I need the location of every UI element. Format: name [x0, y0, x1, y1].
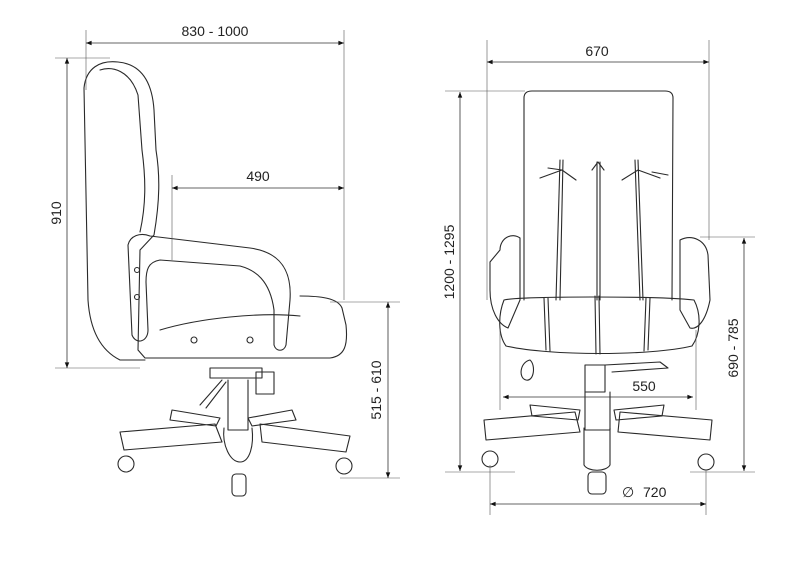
seat-seams [543, 295, 651, 355]
caster-wheel [481, 450, 499, 468]
right-armrest [679, 237, 711, 329]
gas-lift [227, 379, 249, 431]
front-view-dimensions: 670 1200 - 1295 690 - 785 550 ∅ 720 [441, 40, 755, 515]
backrest-rear [83, 87, 146, 361]
bolt-icon [190, 336, 198, 344]
width-overall-label: 670 [585, 43, 609, 59]
caster-wheel [697, 453, 715, 471]
backrest-outline [83, 61, 348, 359]
side-view-dimensions: 830 - 1000 490 910 515 - 610 [48, 23, 400, 479]
back-height-label: 910 [48, 201, 64, 225]
gas-lift [584, 391, 611, 431]
caster-wheel [587, 471, 607, 495]
backrest-outline [523, 90, 674, 301]
base-diameter-label: 720 [643, 484, 667, 500]
height-overall-label: 1200 - 1295 [441, 224, 457, 299]
tilt-knob [255, 371, 275, 395]
backrest-seam [99, 68, 146, 233]
mechanism [520, 359, 669, 393]
left-armrest [489, 235, 521, 329]
base-hub [583, 427, 611, 471]
depth-overall-label: 830 - 1000 [182, 23, 249, 39]
seat-width-label: 550 [632, 378, 656, 394]
backrest-seams [555, 159, 644, 301]
star-base [483, 404, 713, 441]
bolt-icon [246, 336, 254, 344]
seat-depth-label: 490 [246, 168, 270, 184]
caster-wheel [117, 455, 135, 473]
seat-cushion-line [159, 314, 301, 331]
mechanism [199, 367, 263, 409]
seat-height-label: 515 - 610 [368, 360, 384, 419]
diameter-symbol: ∅ [622, 484, 634, 500]
armrest [127, 233, 291, 351]
seat-cushion [499, 296, 700, 355]
armrest-height-label: 690 - 785 [725, 318, 741, 377]
bolt-icon [133, 293, 141, 301]
front-view-chair [481, 90, 715, 495]
caster-wheel [231, 473, 247, 497]
backrest-tufts [539, 161, 669, 181]
caster-wheel [335, 457, 353, 475]
bolt-icon [133, 266, 141, 274]
base-hub [223, 427, 254, 463]
star-base [119, 409, 351, 453]
side-view-chair [83, 61, 353, 497]
